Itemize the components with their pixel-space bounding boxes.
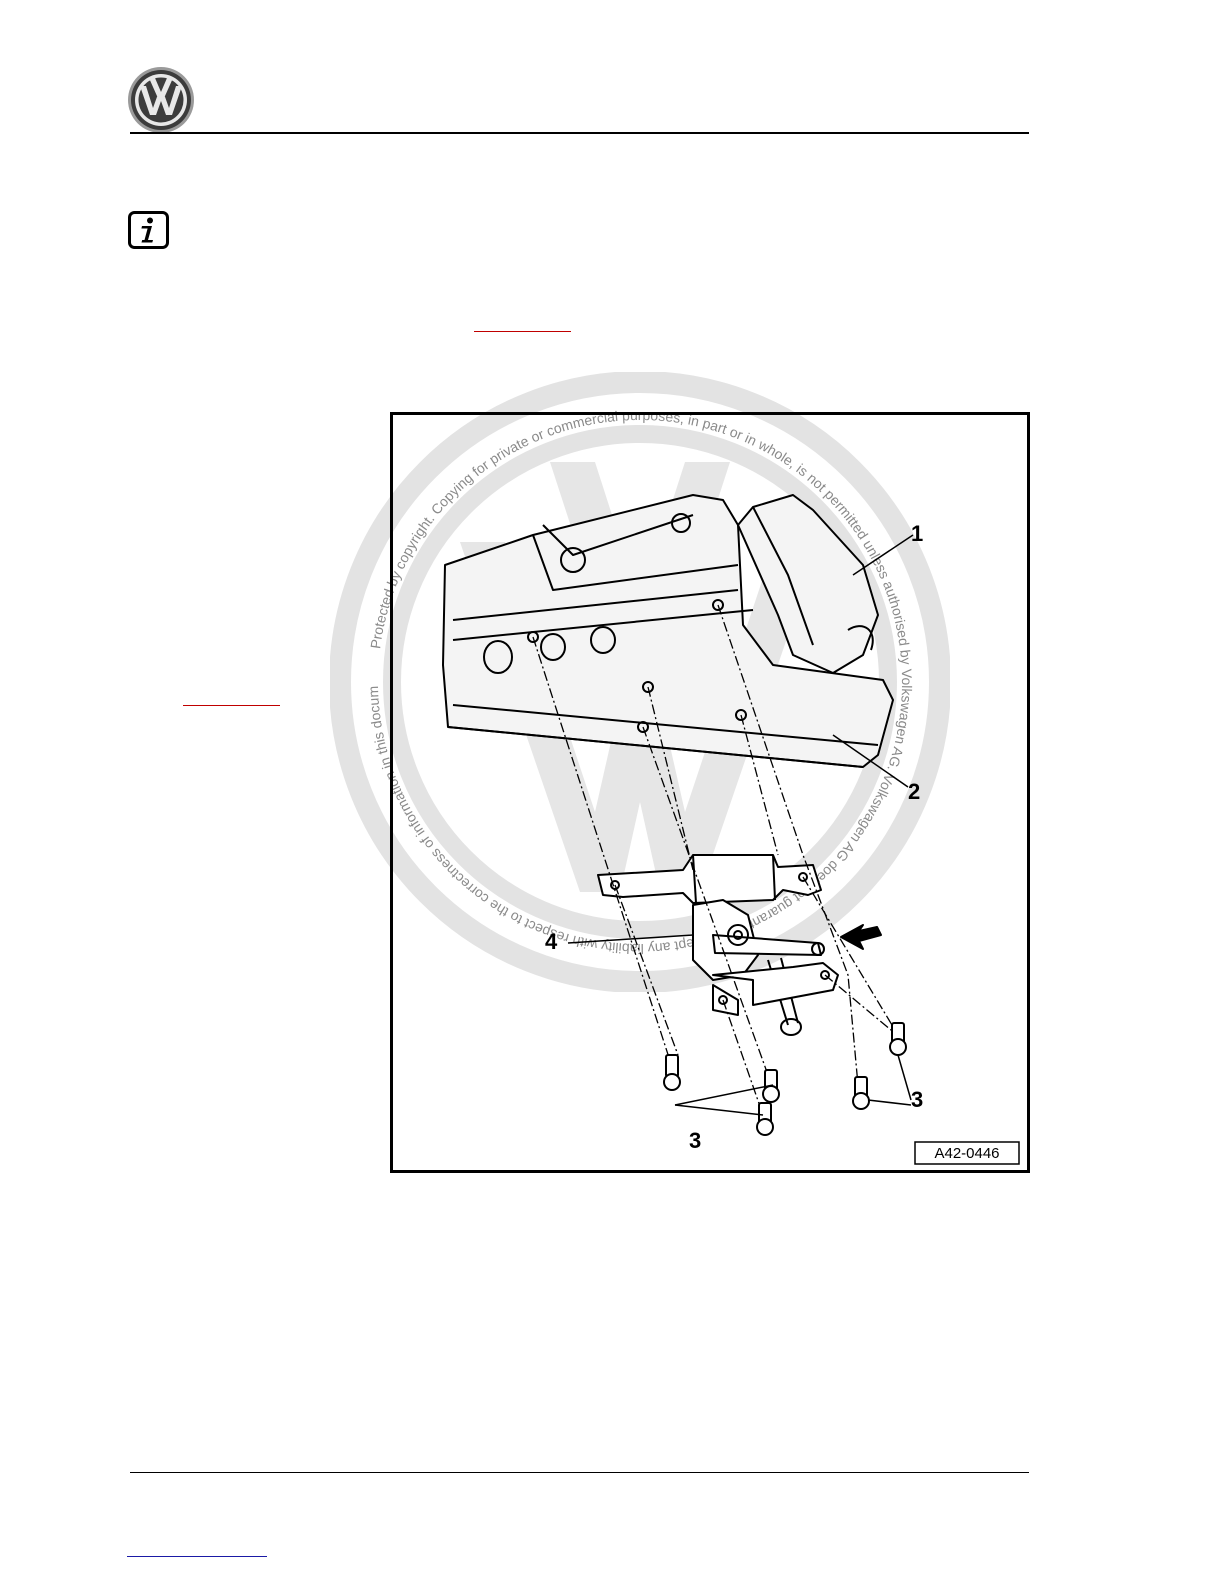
cross-reference-link[interactable] — [474, 331, 571, 332]
exploded-view-illustration: 1 2 3 3 4 A42-0446 — [442, 494, 1020, 1165]
callout-2: 2 — [908, 779, 920, 804]
figure-id-box — [914, 1141, 1020, 1165]
footer-rule — [130, 1472, 1029, 1473]
footer-link[interactable] — [127, 1556, 267, 1557]
bolt — [762, 1069, 780, 1103]
bolt — [852, 1076, 870, 1110]
control-arm — [737, 494, 879, 674]
callout-4: 4 — [545, 929, 558, 954]
bolt — [663, 1054, 681, 1091]
callout-3: 3 — [911, 1087, 923, 1112]
vw-logo-icon — [128, 67, 194, 133]
header-rule — [130, 132, 1029, 134]
figure-id-label: A42-0446 — [934, 1145, 999, 1162]
bolt — [889, 1022, 907, 1056]
figure-frame — [390, 412, 1030, 1173]
cross-reference-link[interactable] — [183, 705, 280, 706]
info-icon — [128, 211, 169, 249]
bolt — [756, 1102, 774, 1136]
sensor-bracket — [597, 854, 822, 904]
callout-3: 3 — [689, 1128, 701, 1153]
callout-1: 1 — [911, 521, 923, 546]
